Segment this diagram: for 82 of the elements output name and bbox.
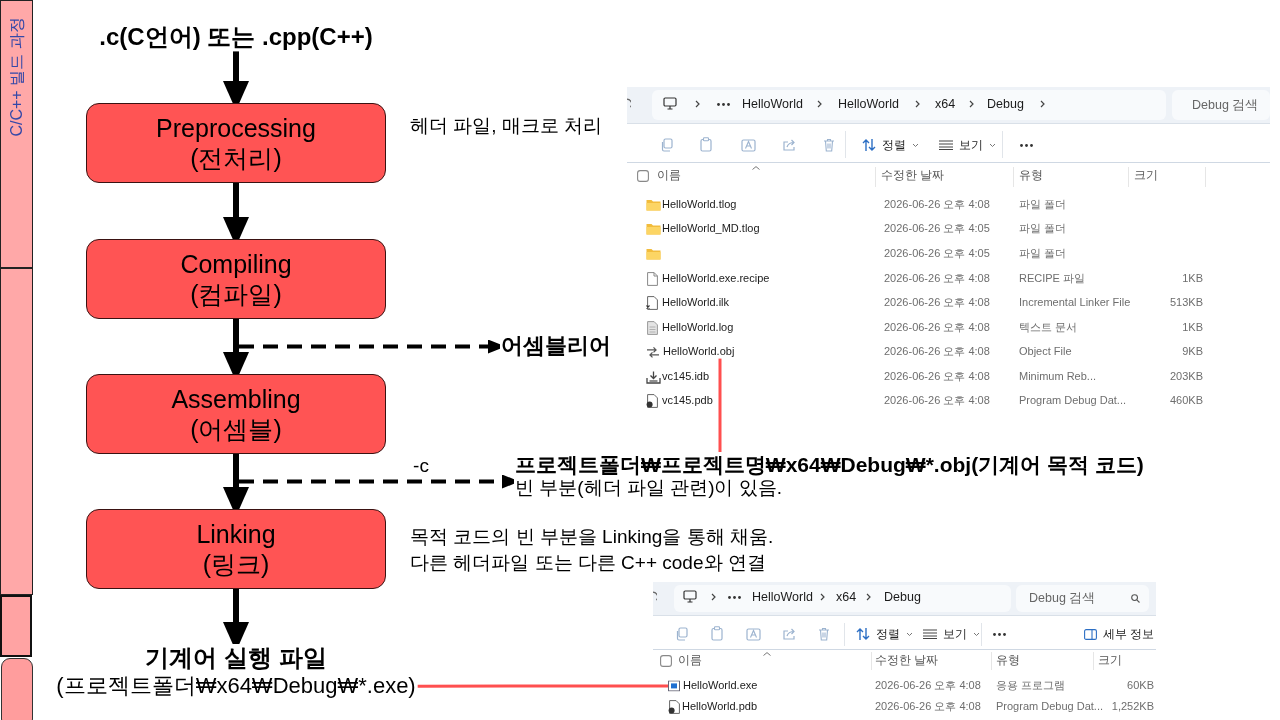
- breadcrumb-item: Debug: [884, 589, 921, 605]
- file-name: HelloWorld.pdb: [682, 700, 757, 714]
- breadcrumb-item: HelloWorld: [742, 96, 803, 112]
- file-name: HelloWorld_MD.tlog: [662, 222, 760, 236]
- output-label: 기계어 실행 파일: [145, 644, 327, 673]
- file-type-text: Program Debug Dat...: [1019, 394, 1126, 408]
- file-size-text: 1,252KB: [1111, 700, 1154, 714]
- file-name: HelloWorld.log: [662, 321, 734, 335]
- date-text: 2026-06-26 오후 4:08: [884, 345, 990, 359]
- date-text: 2026-06-26 오후 4:08: [875, 700, 981, 714]
- file-name: vc145.pdb: [662, 394, 713, 408]
- process-box: Linking (링크): [86, 509, 386, 589]
- note-text: 헤더 파일, 매크로 처리: [410, 114, 603, 138]
- output-label: 어셈블리어: [501, 332, 611, 360]
- date-text: 2026-06-26 오후 4:08: [884, 394, 990, 408]
- column-header: 이름: [678, 654, 702, 668]
- toolbar-label: 보기: [959, 137, 983, 153]
- file-type-text: 응용 프로그램: [996, 679, 1066, 693]
- date-text: 2026-06-26 오후 4:08: [875, 679, 981, 693]
- column-header: 유형: [996, 654, 1020, 668]
- process-box: Preprocessing (전처리): [86, 103, 386, 183]
- file-path: (프로젝트폴더₩x64₩Debug₩*.exe): [56, 672, 416, 700]
- note-text: 다른 헤더파일 또는 다른 C++ code와 연결: [410, 551, 766, 575]
- note-text: 빈 부분(헤더 파일 관련)이 있음.: [515, 477, 783, 500]
- breadcrumb-item: x64: [836, 589, 857, 605]
- leader-line: [417, 684, 668, 688]
- process-box: Compiling (컴파일): [86, 239, 386, 319]
- file-path: 프로젝트폴더₩프로젝트명₩x64₩Debug₩*.obj(기계어 목적 코드): [515, 452, 1144, 478]
- file-name: HelloWorld.exe: [683, 679, 758, 693]
- file-size-text: 513KB: [1169, 296, 1203, 310]
- breadcrumb-item: HelloWorld: [838, 96, 899, 112]
- input-label: .c(C언어) 또는 .cpp(C++): [99, 22, 373, 52]
- file-name: vc145.idb: [662, 370, 710, 384]
- search-field: Debug 검색: [1016, 585, 1149, 612]
- column-header: 크기: [1098, 654, 1122, 668]
- date-text: 2026-06-26 오후 4:08: [884, 370, 990, 384]
- toolbar-label: 정렬: [882, 137, 906, 153]
- toolbar-label: 세부 정보: [1103, 626, 1155, 642]
- file-type-text: 파일 폴더: [1019, 247, 1067, 261]
- file-type-text: 파일 폴더: [1019, 198, 1067, 212]
- file-name: HelloWorld.exe.recipe: [662, 272, 770, 286]
- column-header: 유형: [1019, 169, 1043, 183]
- toolbar-label: 정렬: [876, 626, 900, 642]
- sidebar-tab: [0, 0, 33, 268]
- file-name: HelloWorld.ilk: [662, 296, 730, 310]
- date-text: 2026-06-26 오후 4:08: [884, 321, 990, 335]
- file-type-text: Minimum Reb...: [1019, 370, 1097, 384]
- sidebar-tab: [0, 268, 33, 595]
- toolbar-label: 보기: [943, 626, 967, 642]
- file-size-text: 460KB: [1169, 394, 1203, 408]
- file-type-text: Program Debug Dat...: [996, 700, 1103, 714]
- tab-label: C/C++ 빌드 과정: [6, 17, 26, 137]
- date-text: 2026-06-26 오후 4:05: [884, 247, 990, 261]
- breadcrumb-item: Debug: [987, 96, 1024, 112]
- note-text: 목적 코드의 빈 부분을 Linking을 통해 채움.: [410, 525, 774, 549]
- sidebar-tab: [1, 658, 33, 720]
- file-name: HelloWorld.tlog: [662, 198, 737, 212]
- process-box: Assembling (어셈블): [86, 374, 386, 454]
- file-size-text: 203KB: [1169, 370, 1203, 384]
- column-header: 수정한 날짜: [875, 654, 939, 668]
- leader-line: [718, 358, 722, 452]
- date-text: 2026-06-26 오후 4:08: [884, 296, 990, 310]
- file-type-text: 텍스트 문서: [1019, 321, 1078, 335]
- date-text: 2026-06-26 오후 4:08: [884, 198, 990, 212]
- file-type-text: Incremental Linker File: [1019, 296, 1131, 310]
- column-header: 크기: [1134, 169, 1158, 183]
- file-type-text: 파일 폴더: [1019, 222, 1067, 236]
- breadcrumb-item: HelloWorld: [752, 589, 813, 605]
- file-size-text: 9KB: [1182, 345, 1203, 359]
- date-text: 2026-06-26 오후 4:05: [884, 222, 990, 236]
- sidebar-tab: [0, 595, 32, 657]
- file-size-text: 60KB: [1127, 679, 1154, 693]
- date-text: 2026-06-26 오후 4:08: [884, 272, 990, 286]
- column-header: 수정한 날짜: [881, 169, 945, 183]
- file-name: HelloWorld.obj: [663, 345, 735, 359]
- file-size-text: 1KB: [1182, 272, 1203, 286]
- column-header: 이름: [657, 169, 681, 183]
- file-type-text: RECIPE 파일: [1019, 272, 1085, 286]
- breadcrumb-item: x64: [935, 96, 956, 112]
- file-size-text: 1KB: [1182, 321, 1203, 335]
- file-type-text: Object File: [1019, 345, 1072, 359]
- search-field: Debug 검색: [1172, 90, 1270, 120]
